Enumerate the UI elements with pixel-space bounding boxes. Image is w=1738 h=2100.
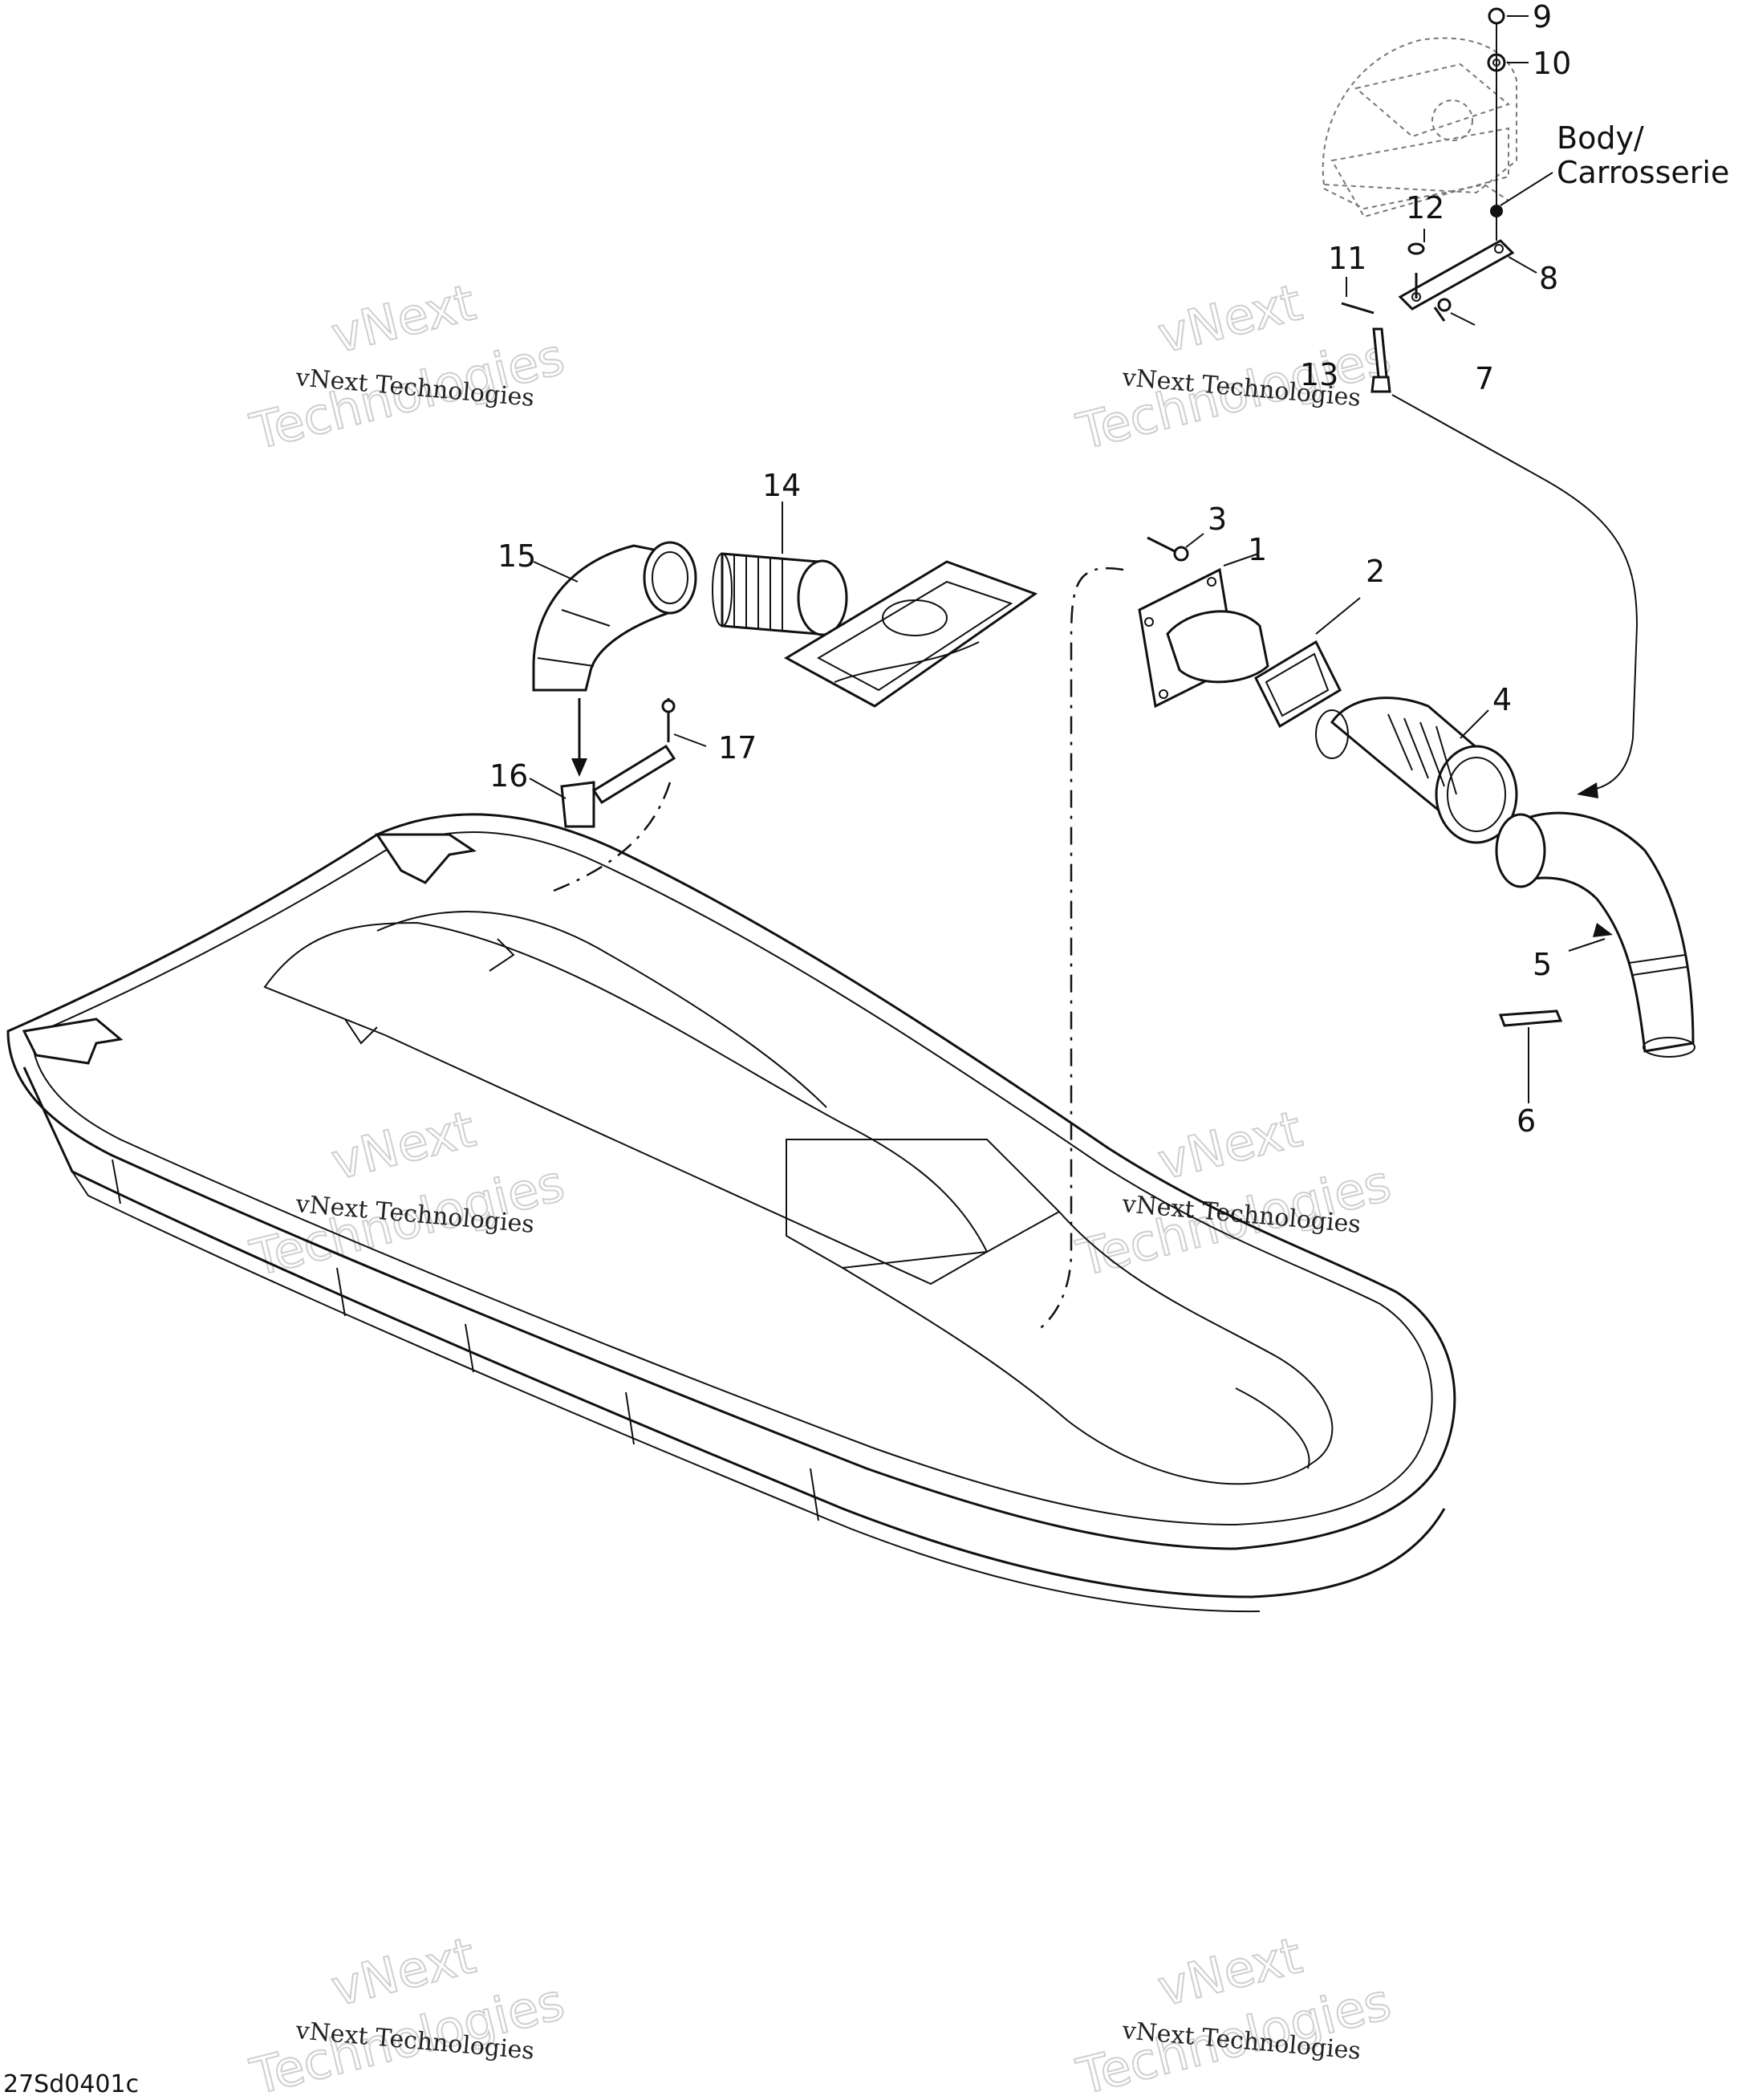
part-14-bellows-sleeve bbox=[712, 552, 848, 636]
callout-4: 4 bbox=[1492, 682, 1512, 717]
part-5-elbow-hose bbox=[1495, 811, 1695, 1058]
part-8-bracket bbox=[1398, 239, 1515, 311]
callout-16: 16 bbox=[489, 758, 528, 794]
leader-1 bbox=[1223, 553, 1259, 567]
part-7-screw bbox=[1433, 298, 1452, 322]
part-12-spacer bbox=[1407, 242, 1425, 299]
leader-8 bbox=[1508, 256, 1537, 274]
leader-16 bbox=[529, 778, 566, 799]
callout-13: 13 bbox=[1300, 357, 1338, 392]
callout-15: 15 bbox=[497, 538, 536, 574]
body-attach-point bbox=[1490, 205, 1503, 217]
reference-line-left bbox=[553, 782, 672, 892]
arrowhead-5 bbox=[1593, 923, 1613, 937]
callout-14: 14 bbox=[762, 468, 801, 503]
callout-6: 6 bbox=[1517, 1103, 1536, 1139]
arrowhead-15-to-16 bbox=[571, 758, 587, 777]
callout-7: 7 bbox=[1475, 361, 1494, 396]
part-17-rivet bbox=[661, 698, 676, 742]
watermark-top-left: vNext Technologies vNext Technologies bbox=[244, 272, 571, 462]
leader-15 bbox=[533, 561, 579, 583]
part-2-gasket bbox=[1254, 640, 1342, 729]
callout-8: 8 bbox=[1539, 261, 1558, 296]
part-4-intake-hose bbox=[1315, 697, 1518, 844]
callout-5: 5 bbox=[1533, 947, 1552, 982]
reference-code: 27Sd0401c bbox=[3, 2070, 139, 2098]
arrow-13-to-5 bbox=[1391, 394, 1639, 791]
leader-17 bbox=[673, 733, 707, 747]
reference-line-right bbox=[1034, 567, 1124, 1334]
body-label-line1: Body/ bbox=[1557, 120, 1644, 156]
leader-2 bbox=[1315, 597, 1361, 635]
callout-9: 9 bbox=[1533, 0, 1552, 35]
watermark-mid-left: vNext Technologies vNext Technologies bbox=[244, 1099, 571, 1289]
body-component-ghost bbox=[1322, 37, 1517, 218]
leader-5 bbox=[1568, 938, 1606, 952]
watermark-top-right: vNext Technologies vNext Technologies bbox=[1070, 272, 1397, 462]
part-13-strap bbox=[1371, 327, 1391, 393]
leader-body-label bbox=[1500, 172, 1553, 206]
watercraft-hull bbox=[6, 813, 1456, 1613]
callout-2: 2 bbox=[1366, 554, 1385, 589]
leader-7 bbox=[1450, 312, 1476, 326]
part-9-nut bbox=[1488, 7, 1505, 25]
part-15-elbow-hose bbox=[532, 541, 697, 692]
part-air-box-plate bbox=[783, 560, 1038, 708]
body-label-line2: Carrosserie bbox=[1557, 155, 1729, 190]
watermark-bottom-left: vNext Technologies vNext Technologies bbox=[244, 1925, 571, 2100]
callout-3: 3 bbox=[1208, 502, 1227, 537]
callout-10: 10 bbox=[1533, 46, 1571, 81]
watermark-bottom-right: vNext Technologies vNext Technologies bbox=[1070, 1925, 1397, 2100]
callout-17: 17 bbox=[718, 730, 757, 766]
part-3-screw bbox=[1147, 536, 1189, 562]
part-1-flange-adapter bbox=[1138, 567, 1269, 709]
callout-1: 1 bbox=[1248, 532, 1267, 567]
leader-3 bbox=[1185, 533, 1204, 548]
leader-4 bbox=[1460, 709, 1489, 739]
part-6-clamp bbox=[1498, 1009, 1563, 1027]
callout-12: 12 bbox=[1406, 190, 1444, 225]
part-16-support-bracket bbox=[560, 744, 676, 828]
arrowhead-13-to-5 bbox=[1577, 782, 1598, 798]
watermark-mid-right: vNext Technologies vNext Technologies bbox=[1070, 1099, 1397, 1289]
callout-11: 11 bbox=[1328, 241, 1366, 276]
part-11-pin bbox=[1341, 302, 1375, 315]
